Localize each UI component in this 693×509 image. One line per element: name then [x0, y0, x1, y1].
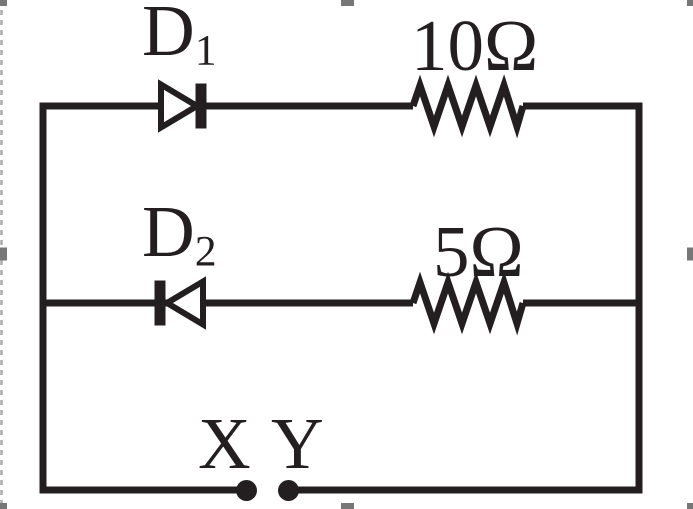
- terminal-x-dot: [236, 480, 257, 501]
- resistor-5ohm-label: 5Ω: [433, 211, 524, 292]
- terminal-x-label: X: [198, 403, 251, 484]
- diode1-symbol: [158, 79, 207, 133]
- selection-handle-bottom-left[interactable]: [0, 503, 7, 509]
- selection-handle-bottom-right[interactable]: [687, 503, 693, 509]
- diode1-cathode-bar: [195, 83, 207, 129]
- diode2-label: D2: [142, 195, 217, 274]
- resistor-5ohm-symbol: [409, 271, 527, 336]
- diode2-triangle: [161, 276, 206, 330]
- selection-handle-top-left[interactable]: [0, 0, 7, 6]
- selection-handle-top-middle[interactable]: [341, 0, 354, 6]
- diode2-cathode-bar: [154, 280, 166, 326]
- diode1-label: D1: [142, 0, 217, 73]
- diode1-triangle: [158, 79, 203, 133]
- diode2-label-subscript: 2: [194, 227, 217, 276]
- diode2-symbol: [154, 276, 206, 330]
- diode1-label-base: D: [142, 0, 195, 71]
- resistor-10ohm-label: 10Ω: [411, 5, 539, 86]
- resistor-10ohm-symbol: [409, 74, 527, 139]
- terminal-y-dot: [278, 480, 299, 501]
- selection-handle-middle-right[interactable]: [687, 247, 693, 261]
- selection-handle-bottom-middle[interactable]: [341, 503, 354, 509]
- diode2-label-base: D: [142, 191, 195, 272]
- diode1-label-subscript: 1: [194, 26, 217, 75]
- selection-handle-top-right[interactable]: [687, 0, 693, 6]
- terminal-y-label: Y: [271, 403, 324, 484]
- selection-handle-middle-left[interactable]: [0, 247, 7, 261]
